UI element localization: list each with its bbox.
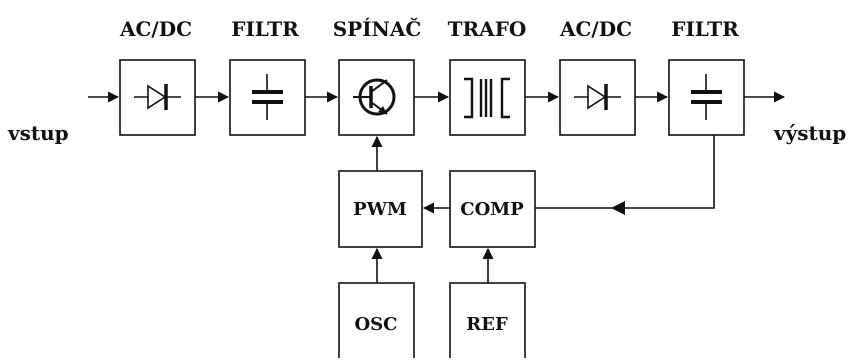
label-input: vstup: [7, 121, 69, 145]
transistor-icon: [353, 78, 396, 116]
box-spinac: [338, 59, 415, 136]
label-spinac: SPÍNAČ: [333, 16, 422, 41]
label-trafo: TRAFO: [448, 17, 527, 41]
diode-icon: [574, 84, 621, 110]
box-trafo: [449, 59, 526, 136]
box-filtr-2: [668, 59, 745, 136]
label-acdc-1: AC/DC: [119, 17, 192, 41]
capacitor-icon: [691, 74, 722, 120]
label-filtr-2: FILTR: [671, 17, 739, 41]
capacitor-icon: [252, 74, 283, 120]
label-osc: OSC: [354, 314, 397, 335]
label-filtr-1: FILTR: [231, 17, 299, 41]
label-acdc-2: AC/DC: [559, 17, 632, 41]
label-comp: COMP: [460, 199, 524, 220]
label-ref: REF: [466, 314, 508, 335]
diode-icon: [134, 84, 181, 110]
box-filtr-1: [229, 59, 306, 136]
feedback-wire: [535, 135, 715, 209]
box-pwm: [338, 170, 423, 248]
label-output: výstup: [773, 121, 846, 145]
box-osc: [338, 282, 415, 363]
label-pwm: PWM: [353, 199, 407, 220]
box-comp: [449, 170, 536, 248]
transformer-icon: [464, 77, 510, 119]
box-ref: [449, 282, 526, 363]
feedback-arrowhead: [611, 201, 625, 215]
